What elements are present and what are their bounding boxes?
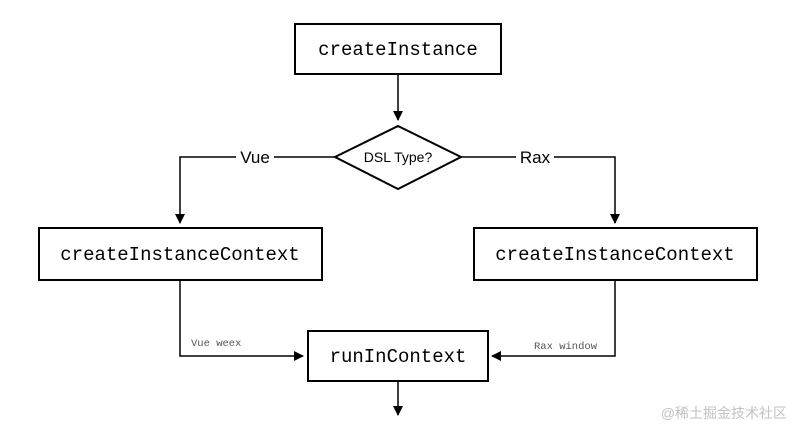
connector-rax-branch [461, 156, 620, 224]
vue-weex-label: Vue weex [191, 338, 241, 350]
connector-right-to-run [491, 280, 616, 361]
dsl-type-label: DSL Type? [364, 149, 433, 165]
run-in-context-box [307, 330, 489, 382]
create-instance-label: createInstance [318, 39, 478, 61]
rax-branch-label: Rax [520, 148, 551, 167]
connector-left-to-run [179, 280, 304, 361]
connector-vue-branch [175, 156, 335, 224]
run-in-context-label: runInContext [330, 346, 467, 368]
create-instance-context-right-box [473, 227, 758, 281]
create-instance-context-right-label: createInstanceContext [495, 244, 734, 266]
create-instance-box [294, 23, 502, 75]
create-instance-context-left-box [38, 227, 323, 281]
create-instance-context-left-label: createInstanceContext [60, 244, 299, 266]
watermark-text: @稀土掘金技术社区 [661, 405, 787, 421]
vue-label-backing [236, 146, 274, 168]
vue-branch-label: Vue [240, 148, 270, 167]
rax-window-label: Rax window [534, 341, 598, 353]
dsl-type-decision [332, 124, 464, 191]
rax-label-backing [516, 146, 554, 168]
